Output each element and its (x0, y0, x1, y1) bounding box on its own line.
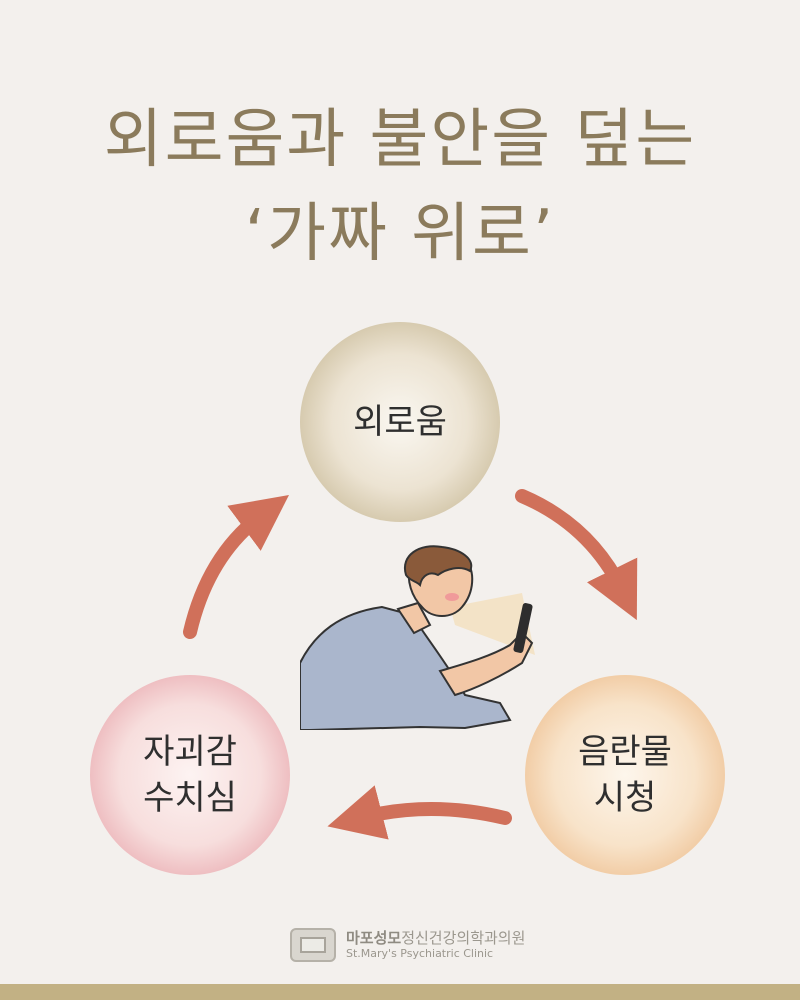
arrow-to-left-icon (327, 785, 512, 840)
title-line-2: ‘가짜 위로’ (244, 197, 556, 271)
title-line-1: 외로움과 불안을 덮는 (103, 103, 697, 177)
loneliness-circle: 외로움 (300, 322, 500, 522)
clinic-name: 마포성모정신건강의학과의원 (346, 929, 525, 947)
shame-label-2: 수치심 (143, 778, 237, 818)
bottom-bar (0, 984, 800, 1000)
loneliness-label: 외로움 (353, 402, 447, 442)
porn-viewing-circle: 음란물 시청 (525, 675, 725, 875)
clinic-logo-mark (290, 928, 336, 962)
shame-circle: 자괴감 수치심 (90, 675, 290, 875)
porn-viewing-label-1: 음란물 (578, 732, 672, 772)
person-with-phone-illustration (300, 545, 535, 730)
arrow-to-top-icon (183, 494, 289, 639)
clinic-name-bold: 마포성모 (346, 929, 402, 947)
clinic-subtitle: St.Mary's Psychiatric Clinic (346, 947, 494, 960)
shame-label-1: 자괴감 (143, 732, 237, 772)
porn-viewing-label-2: 시청 (593, 778, 657, 818)
arrow-to-right-icon (515, 489, 638, 621)
clinic-name-rest: 정신건강의학과의원 (401, 929, 526, 947)
clinic-logo: 마포성모정신건강의학과의원 St.Mary's Psychiatric Clin… (290, 928, 525, 962)
